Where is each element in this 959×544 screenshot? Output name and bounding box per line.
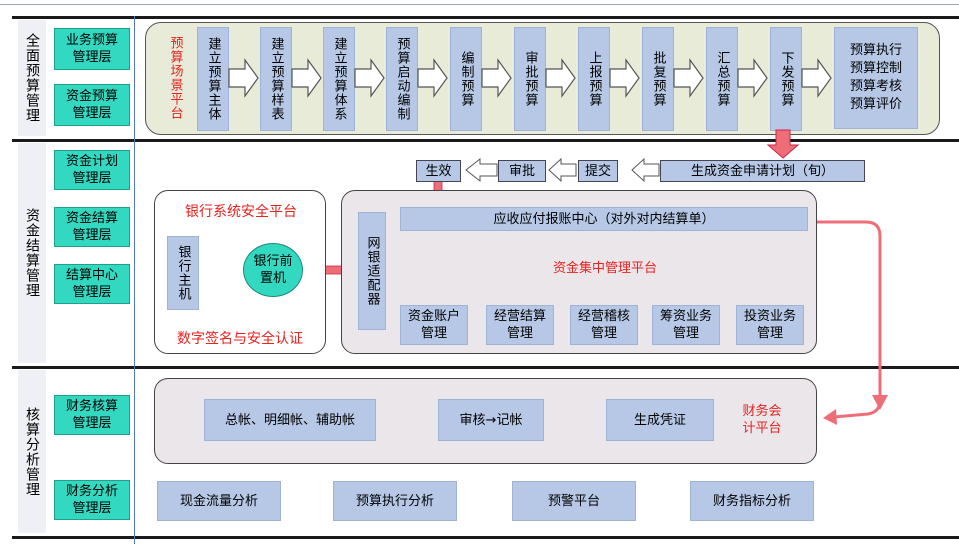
audit-post-box: 审核→记帐 <box>438 399 544 441</box>
module-box: 经营稽核管理 <box>570 305 638 345</box>
left-arrow <box>548 157 577 183</box>
section-divider <box>12 366 959 369</box>
generate-voucher-box: 生成凭证 <box>606 399 714 441</box>
budget-step: 建立预算体系 <box>323 27 355 131</box>
accounting-platform-label: 财务会计平台 <box>742 404 782 436</box>
generate-plan-box: 生成资金申请计划（旬） <box>660 160 865 182</box>
column-divider <box>134 16 135 544</box>
right-arrow <box>609 58 640 98</box>
right-arrow <box>545 58 576 98</box>
analysis-box: 现金流量分析 <box>157 481 281 521</box>
layer-fin-accounting: 财务核算管理层 <box>54 395 130 435</box>
top-border <box>0 4 959 5</box>
left-arrow <box>631 157 660 183</box>
section-divider <box>12 16 959 19</box>
module-box: 经营结算管理 <box>486 305 554 345</box>
centralized-platform-label: 资金集中管理平台 <box>552 261 657 276</box>
module-box: 筹资业务管理 <box>652 305 720 345</box>
right-arrow <box>737 58 768 98</box>
budget-scene-platform: 预算场景平台 <box>167 36 183 120</box>
ar-ap-center-box: 应收应付报账中心（对外对内结算单） <box>400 207 808 231</box>
right-arrow <box>228 58 259 98</box>
section-divider <box>12 139 959 142</box>
ledgers-box: 总帐、明细帐、辅助帐 <box>204 399 376 441</box>
front-machine-circle: 银行前置机 <box>243 243 303 297</box>
bank-host-box: 银行主机 <box>167 236 199 310</box>
budget-step: 批复预算 <box>642 27 674 131</box>
layer-settle-center: 结算中心管理层 <box>54 264 130 304</box>
signature-label: 数字签名与安全认证 <box>177 331 303 347</box>
layer-fin-analysis: 财务分析管理层 <box>54 480 130 520</box>
adapter-box: 网银适配器 <box>358 212 386 330</box>
budget-step: 下发预算 <box>770 27 802 131</box>
budget-step: 预算启动编制 <box>386 27 418 131</box>
right-arrow <box>291 58 322 98</box>
analysis-box: 预警平台 <box>512 481 636 521</box>
module-box: 投资业务管理 <box>736 305 804 345</box>
right-arrow <box>481 58 512 98</box>
approve-box: 审批 <box>498 160 546 182</box>
right-arrow <box>417 58 448 98</box>
right-arrow <box>801 58 832 98</box>
right-arrow <box>354 58 385 98</box>
section-divider <box>12 536 959 539</box>
bank-platform-title: 银行系统安全平台 <box>185 204 297 220</box>
section-label-budget: 全面预算管理 <box>18 20 46 136</box>
module-box: 资金账户管理 <box>400 305 468 345</box>
submit-box: 提交 <box>578 160 618 182</box>
layer-capital-budget: 资金预算管理层 <box>54 84 130 126</box>
down-arrow <box>766 129 800 159</box>
layer-capital-plan: 资金计划管理层 <box>54 150 130 190</box>
analysis-box: 财务指标分析 <box>690 481 814 521</box>
left-arrow <box>465 157 498 183</box>
budget-step: 建立预算样表 <box>260 27 292 131</box>
budget-step: 上报预算 <box>578 27 610 131</box>
budget-outcomes: 预算执行 预算控制 预算考核 预算评价 <box>834 27 918 129</box>
section-label-capital: 资金结算管理 <box>18 143 46 363</box>
analysis-box: 预算执行分析 <box>333 481 457 521</box>
section-label-accounting: 核算分析管理 <box>18 370 46 533</box>
right-arrow <box>673 58 704 98</box>
budget-step: 审批预算 <box>514 27 546 131</box>
layer-business-budget: 业务预算管理层 <box>54 28 130 70</box>
budget-step: 汇总预算 <box>706 27 738 131</box>
layer-capital-settle: 资金结算管理层 <box>54 207 130 247</box>
effective-box: 生效 <box>416 160 461 182</box>
